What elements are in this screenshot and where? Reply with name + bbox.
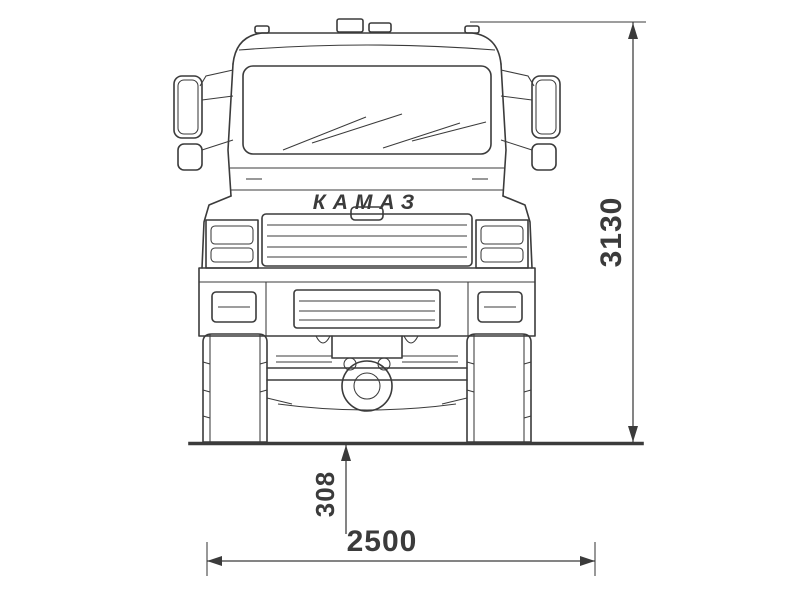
bumper	[198, 267, 536, 344]
left-fog-lamp	[211, 291, 257, 323]
differential-housing	[341, 360, 393, 412]
arrow-up-icon	[628, 23, 638, 39]
wipers	[282, 113, 487, 151]
truck-drawing: КАМАЗ	[173, 18, 644, 446]
fenders	[201, 195, 533, 269]
dimension-clearance-label: 308	[310, 471, 340, 517]
roof-horn	[368, 22, 392, 33]
front-axle	[266, 335, 468, 412]
dimension-overall-width: 2500	[206, 525, 596, 576]
brand-logo-text: КАМАЗ	[313, 191, 421, 214]
right-lower-mirror	[531, 143, 557, 171]
grille	[261, 206, 473, 267]
front-panel: КАМАЗ	[230, 167, 504, 214]
right-tire	[466, 333, 532, 443]
dimension-overall-height: 3130	[470, 21, 646, 443]
right-mirror	[500, 69, 561, 171]
tie-rod	[277, 403, 457, 411]
right-tow-pin	[377, 357, 391, 371]
left-marker-lamp	[254, 25, 270, 34]
left-lower-mirror	[177, 143, 203, 171]
right-fog-lamp	[477, 291, 523, 323]
dimensions: 3130 308 2500	[206, 21, 646, 576]
dimension-ground-clearance: 308	[310, 444, 351, 534]
cab-roof	[227, 18, 507, 197]
arrow-up-icon	[341, 445, 351, 461]
windshield	[242, 65, 492, 155]
grille-emblem	[350, 206, 384, 221]
arrow-left-icon	[207, 556, 222, 566]
arrow-right-icon	[580, 556, 595, 566]
arrow-down-icon	[628, 426, 638, 442]
left-tow-pin	[343, 357, 357, 371]
lower-intake	[293, 289, 441, 329]
left-headlight-cluster	[205, 219, 259, 269]
left-mirror	[173, 69, 234, 171]
dimension-height-label: 3130	[595, 197, 628, 268]
left-tire	[202, 333, 268, 443]
roof-beacon	[336, 18, 364, 33]
center-bracket	[331, 335, 403, 359]
right-headlight-cluster	[475, 219, 529, 269]
dimension-width-label: 2500	[347, 525, 418, 558]
right-marker-lamp	[464, 25, 480, 34]
